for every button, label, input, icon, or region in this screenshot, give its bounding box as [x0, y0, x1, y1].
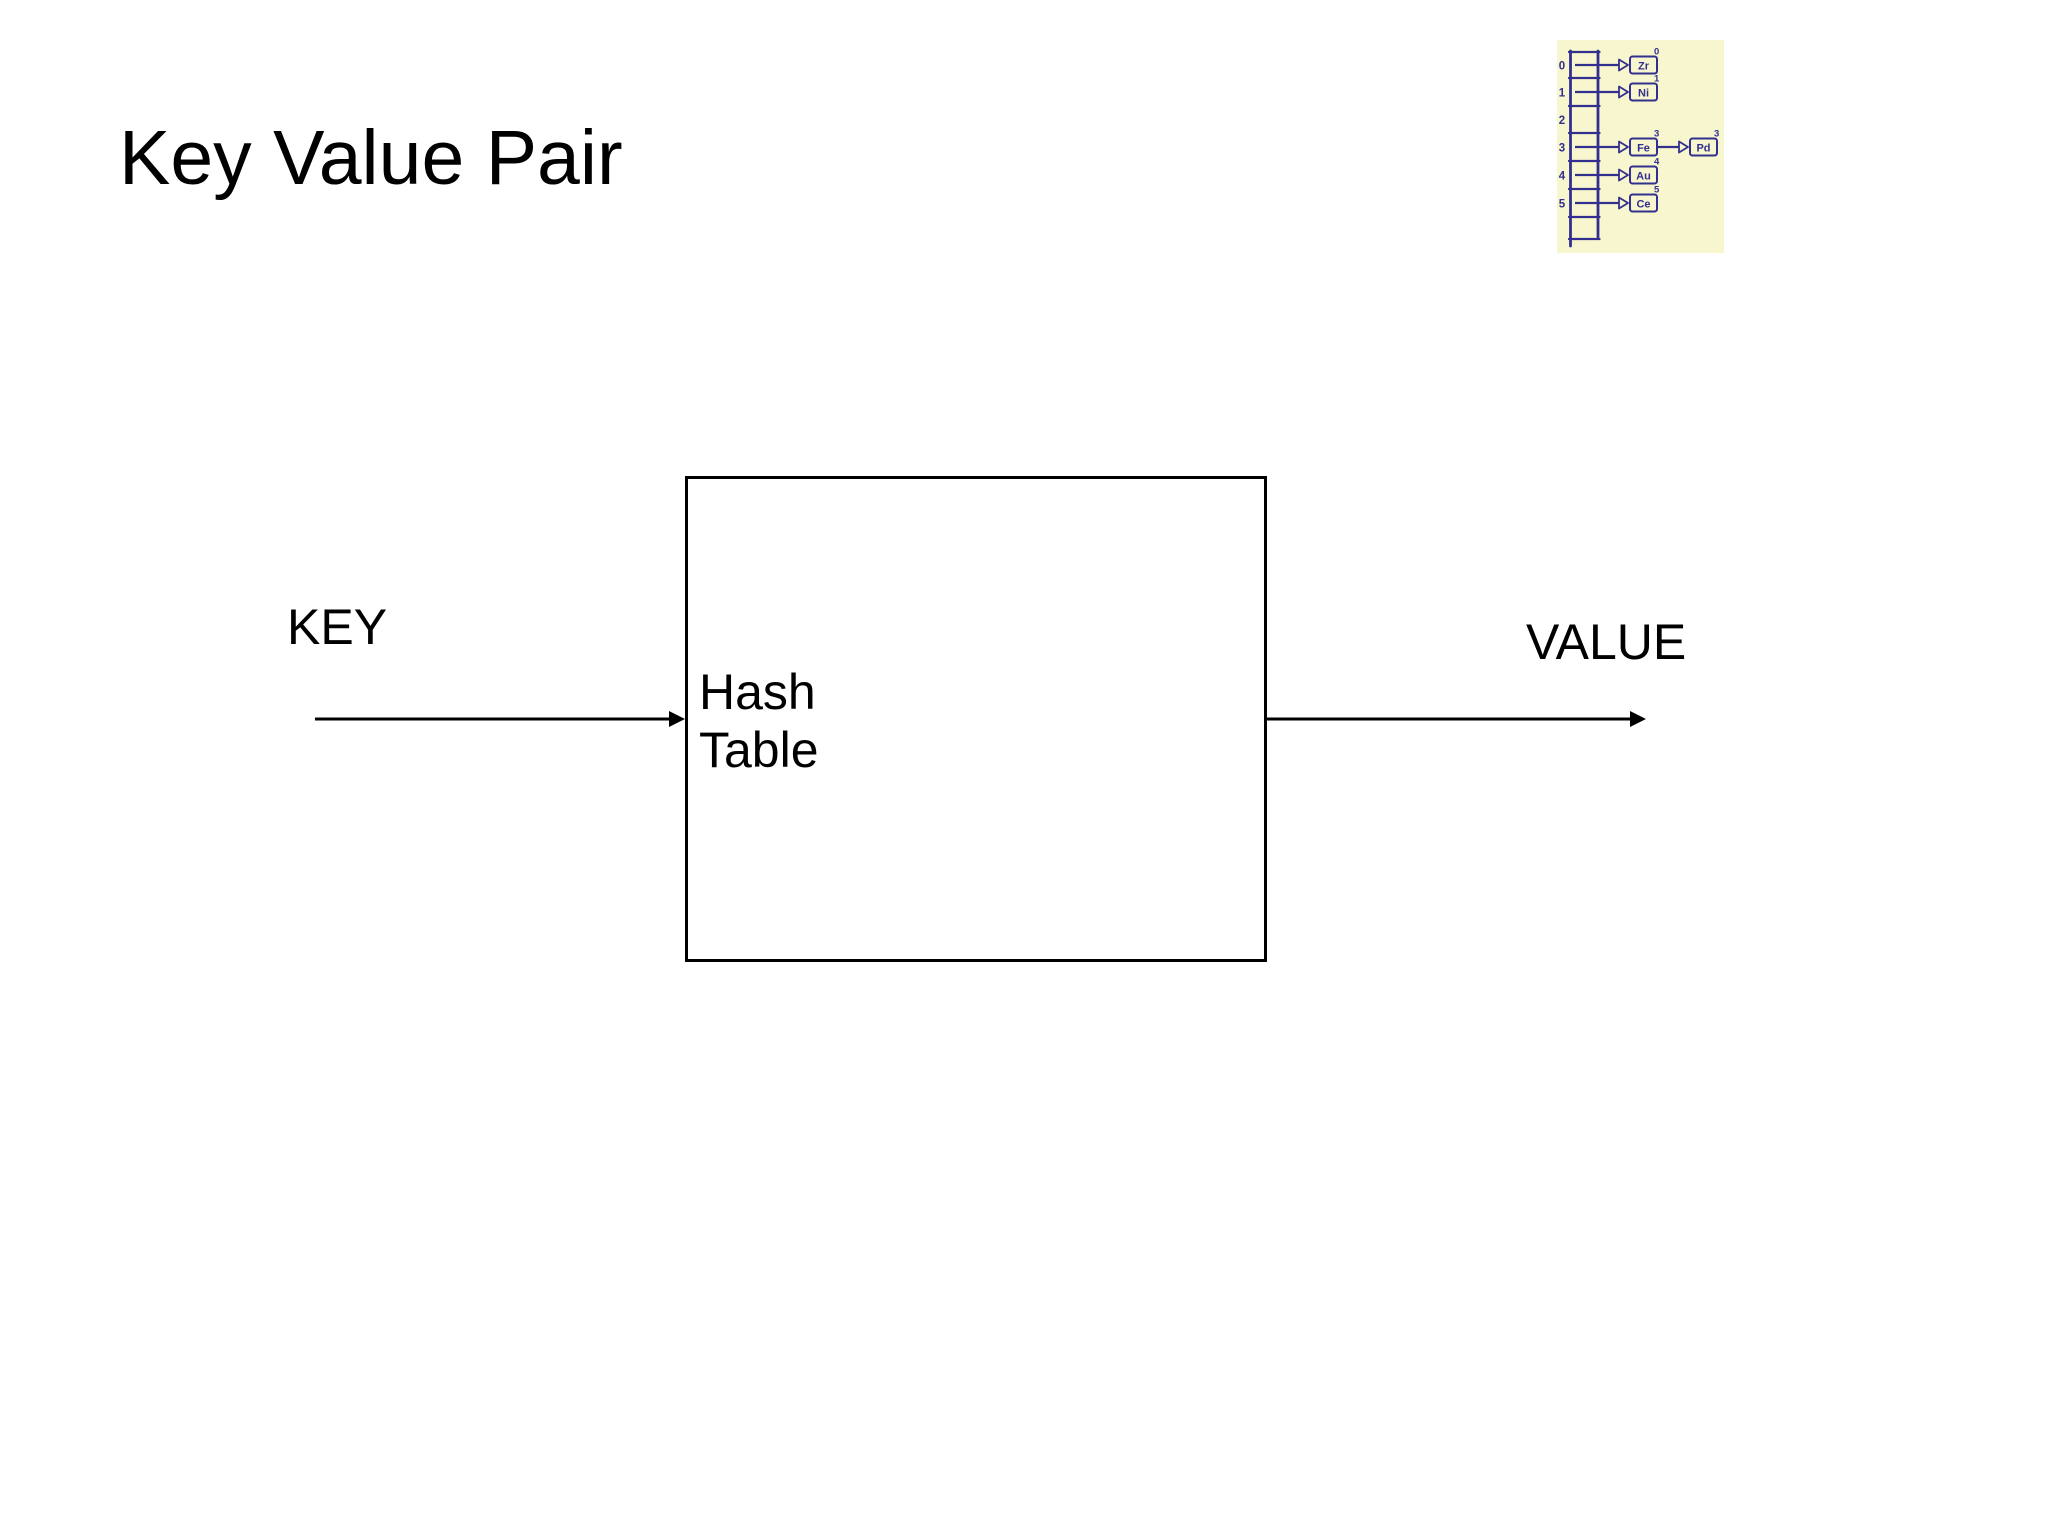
- arrowhead-right-icon: [1630, 711, 1646, 727]
- chain-arrowhead-icon: [1618, 168, 1629, 182]
- chain-node-superscript: 0: [1654, 47, 1659, 58]
- bucket-index-label: 4: [1559, 171, 1566, 183]
- hash-to-value-arrow: [1266, 711, 1646, 727]
- chain-node-label: Zr: [1638, 61, 1650, 73]
- chain-node-box: [1629, 55, 1658, 75]
- hash-table-box-label: Hash Table: [699, 664, 819, 778]
- chain-node-box: [1629, 82, 1658, 102]
- chain-node-label: Pd: [1696, 143, 1710, 155]
- hash-table-box: [685, 476, 1267, 962]
- chain-node-superscript: 1: [1654, 74, 1660, 85]
- bucket-index-label: 1: [1559, 88, 1566, 100]
- chain-node-superscript: 3: [1654, 129, 1659, 140]
- chain-node-box: [1629, 165, 1658, 185]
- chain-node-superscript: 5: [1654, 185, 1660, 196]
- bucket-index-label: 0: [1559, 61, 1565, 73]
- chain-node-label: Ni: [1638, 88, 1649, 100]
- chain-node-box: [1689, 137, 1718, 157]
- chain-node-superscript: 3: [1714, 129, 1719, 140]
- value-label: VALUE: [1526, 614, 1687, 670]
- bucket-index-label: 3: [1559, 143, 1565, 155]
- chain-arrowhead-icon: [1618, 58, 1629, 72]
- chain-arrowhead-icon: [1618, 85, 1629, 99]
- chain-node-superscript: 4: [1654, 157, 1660, 168]
- chain-arrowhead-icon: [1618, 140, 1629, 154]
- bucket-index-label: 2: [1559, 115, 1565, 127]
- slide-title: Key Value Pair: [119, 115, 623, 201]
- chain-arrowhead-icon: [1618, 196, 1629, 210]
- chain-arrowhead-icon: [1678, 140, 1689, 154]
- chain-node-label: Fe: [1637, 143, 1650, 155]
- chain-node-label: Au: [1636, 171, 1651, 183]
- chain-node-label: Ce: [1636, 199, 1650, 211]
- bucket-index-label: 5: [1559, 199, 1566, 211]
- key-label: KEY: [287, 599, 388, 655]
- chain-node-box: [1629, 193, 1658, 213]
- arrowhead-right-icon: [669, 711, 685, 727]
- key-to-hash-arrow: [315, 711, 685, 727]
